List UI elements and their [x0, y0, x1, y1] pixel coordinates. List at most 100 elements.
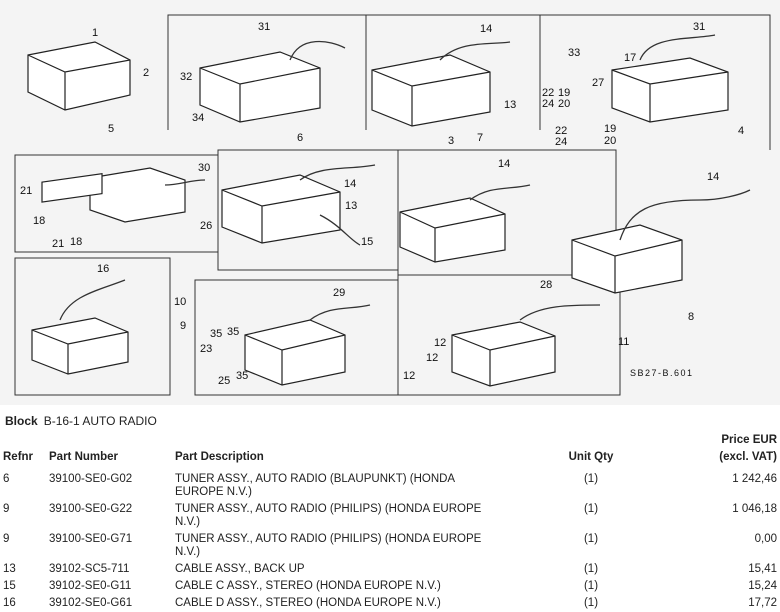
cell-refnr: 9 [3, 503, 10, 515]
header-part-number: Part Number [49, 451, 119, 463]
header-price: Price EUR(excl. VAT) [719, 434, 777, 463]
cell-refnr: 9 [3, 533, 10, 545]
cell-description: TUNER ASSY., AUTO RADIO (PHILIPS) (HONDA… [175, 533, 482, 558]
cell-part-number: 39100-SE0-G02 [49, 473, 133, 485]
cell-price: 15,24 [748, 580, 777, 592]
parts-diagram: SB27-B.601 1 2 32 34 31 14 3 13 7 33 31 … [0, 0, 780, 405]
parts-table: Refnr Part Number Part Description Unit … [0, 432, 780, 610]
callout: 24 [555, 136, 567, 148]
callout: 22 [555, 125, 567, 137]
cell-part-number: 39102-SE0-G11 [49, 580, 132, 592]
callout: 14 [498, 158, 510, 170]
callout: 21 [20, 185, 32, 197]
cell-description: CABLE D ASSY., STEREO (HONDA EUROPE N.V.… [175, 597, 441, 609]
cell-part-number: 39100-SE0-G71 [49, 533, 133, 545]
callout: 12 [426, 352, 438, 364]
cell-description: CABLE C ASSY., STEREO (HONDA EUROPE N.V.… [175, 580, 441, 592]
callout: 18 [33, 215, 45, 227]
callout: 13 [504, 99, 516, 111]
callout: 35 [227, 326, 239, 338]
callout: 9 [180, 320, 186, 332]
table-row: 15 39102-SE0-G11 CABLE C ASSY., STEREO (HO… [0, 576, 780, 593]
callout: 8 [688, 311, 694, 323]
callout: 33 [568, 47, 580, 59]
callout: 21 [52, 238, 64, 250]
callout: 12 [403, 370, 415, 382]
block-value: B-16-1 AUTO RADIO [43, 414, 157, 428]
cell-qty: (1) [583, 503, 599, 515]
diagram-code: SB27-B.601 [630, 368, 694, 378]
header-refnr: Refnr [3, 451, 34, 463]
callout: 22 [542, 87, 554, 99]
cell-description: TUNER ASSY., AUTO RADIO (BLAUPUNKT) (HON… [175, 473, 455, 498]
callout: 35 [236, 370, 248, 382]
callout: 17 [624, 52, 636, 64]
cell-qty: (1) [583, 580, 599, 592]
callout: 30 [198, 162, 210, 174]
cell-refnr: 6 [3, 473, 10, 485]
callout: 31 [258, 21, 270, 33]
cell-refnr: 13 [3, 563, 16, 575]
callout: 28 [540, 279, 552, 291]
callout: 25 [218, 375, 230, 387]
cell-refnr: 15 [3, 580, 16, 592]
callout: 26 [200, 220, 212, 232]
table-header: Refnr Part Number Part Description Unit … [0, 432, 780, 469]
callout: 2 [143, 67, 149, 79]
callout: 35 [210, 328, 222, 340]
radio-units [27, 41, 729, 387]
callout: 6 [297, 132, 303, 144]
callout: 27 [592, 77, 604, 89]
cell-qty: (1) [583, 563, 599, 575]
callout: 10 [174, 296, 186, 308]
table-row: 9 39100-SE0-G71 TUNER ASSY., AUTO RADIO (P… [0, 529, 780, 559]
cell-part-number: 39100-SE0-G22 [49, 503, 133, 515]
callout: 11 [618, 336, 629, 348]
cell-price: 15,41 [748, 563, 777, 575]
callout: 14 [344, 178, 356, 190]
header-description: Part Description [175, 451, 264, 463]
table-row: 6 39100-SE0-G02 TUNER ASSY., AUTO RADIO (B… [0, 469, 780, 499]
callout: 23 [200, 343, 212, 355]
cell-qty: (1) [583, 533, 599, 545]
callout: 20 [604, 135, 616, 147]
callout: 14 [480, 23, 492, 35]
cell-price: 17,72 [748, 597, 777, 609]
cell-price: 1 242,46 [732, 473, 777, 485]
cell-refnr: 16 [3, 597, 16, 609]
callout: 20 [558, 98, 570, 110]
cell-description: CABLE ASSY., BACK UP [175, 563, 305, 575]
callout: 18 [70, 236, 82, 248]
cable-harnesses [59, 34, 751, 321]
callout: 34 [192, 112, 204, 124]
callout: 14 [707, 171, 719, 183]
table-row: 13 39102-SC5-711 CABLE ASSY., BACK UP (1) 15… [0, 559, 780, 576]
callout: 32 [180, 71, 192, 83]
callout: 12 [434, 337, 446, 349]
callout: 19 [604, 123, 616, 135]
header-qty: Unit Qty [568, 451, 614, 463]
callout: 15 [361, 236, 373, 248]
callout: 24 [542, 98, 554, 110]
cell-price: 0,00 [754, 533, 777, 545]
callout: 13 [345, 200, 357, 212]
callout: 29 [333, 287, 345, 299]
callout: 3 [448, 135, 454, 147]
cell-qty: (1) [583, 473, 599, 485]
cell-part-number: 39102-SC5-711 [49, 563, 130, 575]
cell-qty: (1) [583, 597, 599, 609]
callout: 31 [693, 21, 705, 33]
callout: 4 [738, 125, 744, 137]
callout: 5 [108, 123, 114, 135]
block-label: Block [5, 414, 38, 428]
callout: 16 [97, 263, 109, 275]
block-title: Block B-16-1 AUTO RADIO [5, 414, 157, 428]
diagram-panels [14, 14, 771, 396]
callout: 7 [477, 132, 483, 144]
callout: 19 [558, 87, 570, 99]
callout-labels: 1 2 32 34 31 14 3 13 7 33 31 17 27 22 24… [20, 21, 744, 387]
callout: 1 [92, 27, 98, 39]
cell-price: 1 046,18 [732, 503, 777, 515]
